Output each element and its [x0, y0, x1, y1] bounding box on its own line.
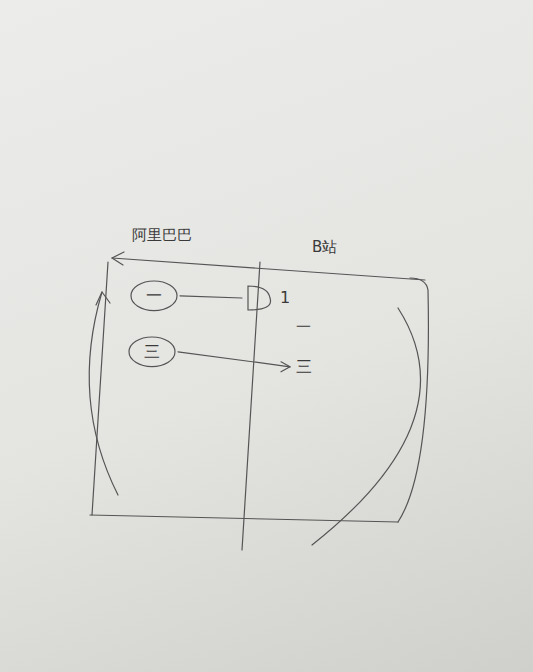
d-shape-node: 1 — [244, 284, 294, 312]
node-text: 1 — [280, 289, 290, 307]
top-arrow — [112, 258, 425, 280]
circle-node: 三 — [128, 336, 176, 368]
circle-node: 一 — [130, 280, 178, 312]
mark-text: 一 — [296, 318, 311, 337]
text-node: 三 — [292, 355, 316, 379]
column-heading: B站 — [312, 238, 337, 257]
loop-arrow — [89, 292, 118, 495]
column-heading: 阿里巴巴 — [132, 226, 192, 245]
top-arrowhead — [112, 252, 124, 265]
node-text: 三 — [144, 343, 160, 361]
node-text: 一 — [146, 287, 162, 305]
return-curve — [312, 308, 421, 545]
node-text: 三 — [296, 358, 312, 376]
column-divider — [242, 262, 260, 550]
loop-arrowhead — [96, 292, 110, 305]
d-shape-outline — [244, 284, 272, 312]
connector-arrow — [178, 352, 290, 372]
connector-arrow — [180, 296, 242, 298]
